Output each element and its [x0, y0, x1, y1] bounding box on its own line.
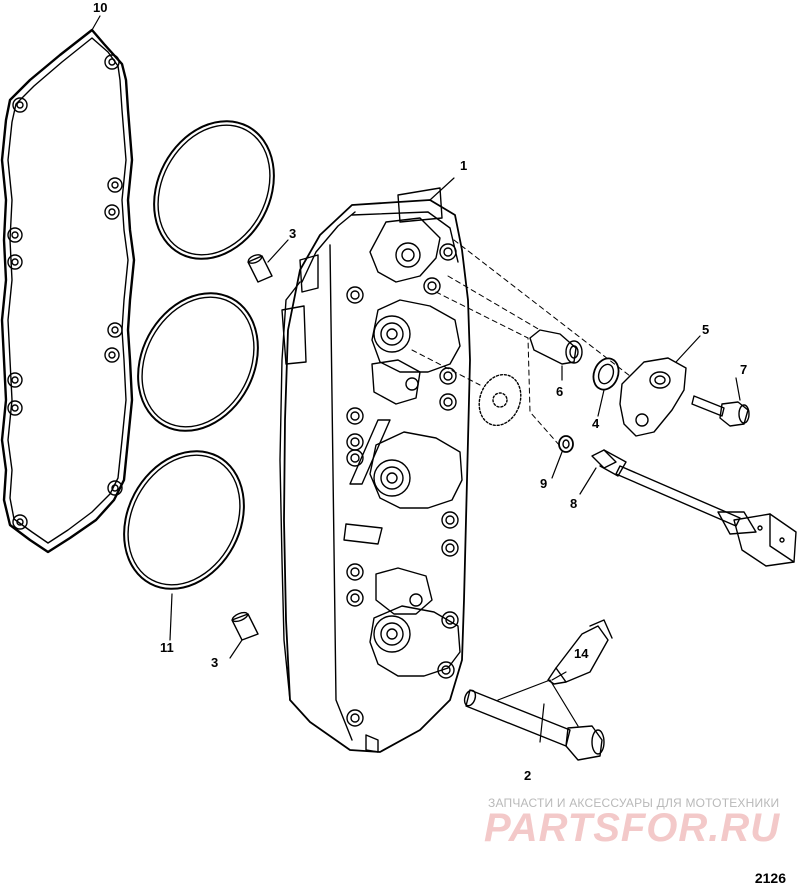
leader-lines — [91, 15, 741, 743]
figure-number: 2126 — [754, 870, 786, 886]
callout-2: 2 — [524, 768, 531, 783]
callout-8: 8 — [570, 496, 577, 511]
gasket-part-10 — [0, 28, 136, 554]
callout-1: 1 — [460, 158, 467, 173]
dowel-pin-part-3-bottom — [231, 611, 259, 641]
alignment-lines — [411, 239, 631, 447]
watermark-brand: PARTSFOR.RU — [484, 806, 781, 850]
watermark-tagline: ЗАПЧАСТИ И АКСЕССУАРЫ ДЛЯ МОТОТЕХНИКИ — [488, 796, 780, 810]
dowel-pin-part-3-top — [247, 254, 273, 283]
callout-7: 7 — [740, 362, 747, 377]
callout-3-bottom: 3 — [211, 655, 218, 670]
cover-part-5 — [619, 357, 687, 437]
callout-11: 11 — [160, 640, 174, 655]
long-bolt-part-2 — [463, 689, 605, 761]
callout-9: 9 — [540, 476, 547, 491]
o-rings-part-11 — [123, 120, 275, 590]
seal-part-4 — [592, 357, 620, 391]
bolt-part-7 — [691, 395, 750, 427]
callout-10: 10 — [93, 0, 107, 15]
exhaust-plate-part-1 — [279, 187, 471, 753]
callout-14: 14 — [574, 646, 589, 661]
callout-6: 6 — [556, 384, 563, 399]
callout-5: 5 — [702, 322, 709, 337]
callout-4: 4 — [592, 416, 600, 431]
callout-3-top: 3 — [289, 226, 296, 241]
temperature-sensor-part-8 — [591, 449, 797, 567]
flat-gasket — [478, 373, 522, 427]
o-ring-part-9 — [558, 435, 574, 453]
fitting-part-6 — [529, 329, 583, 365]
